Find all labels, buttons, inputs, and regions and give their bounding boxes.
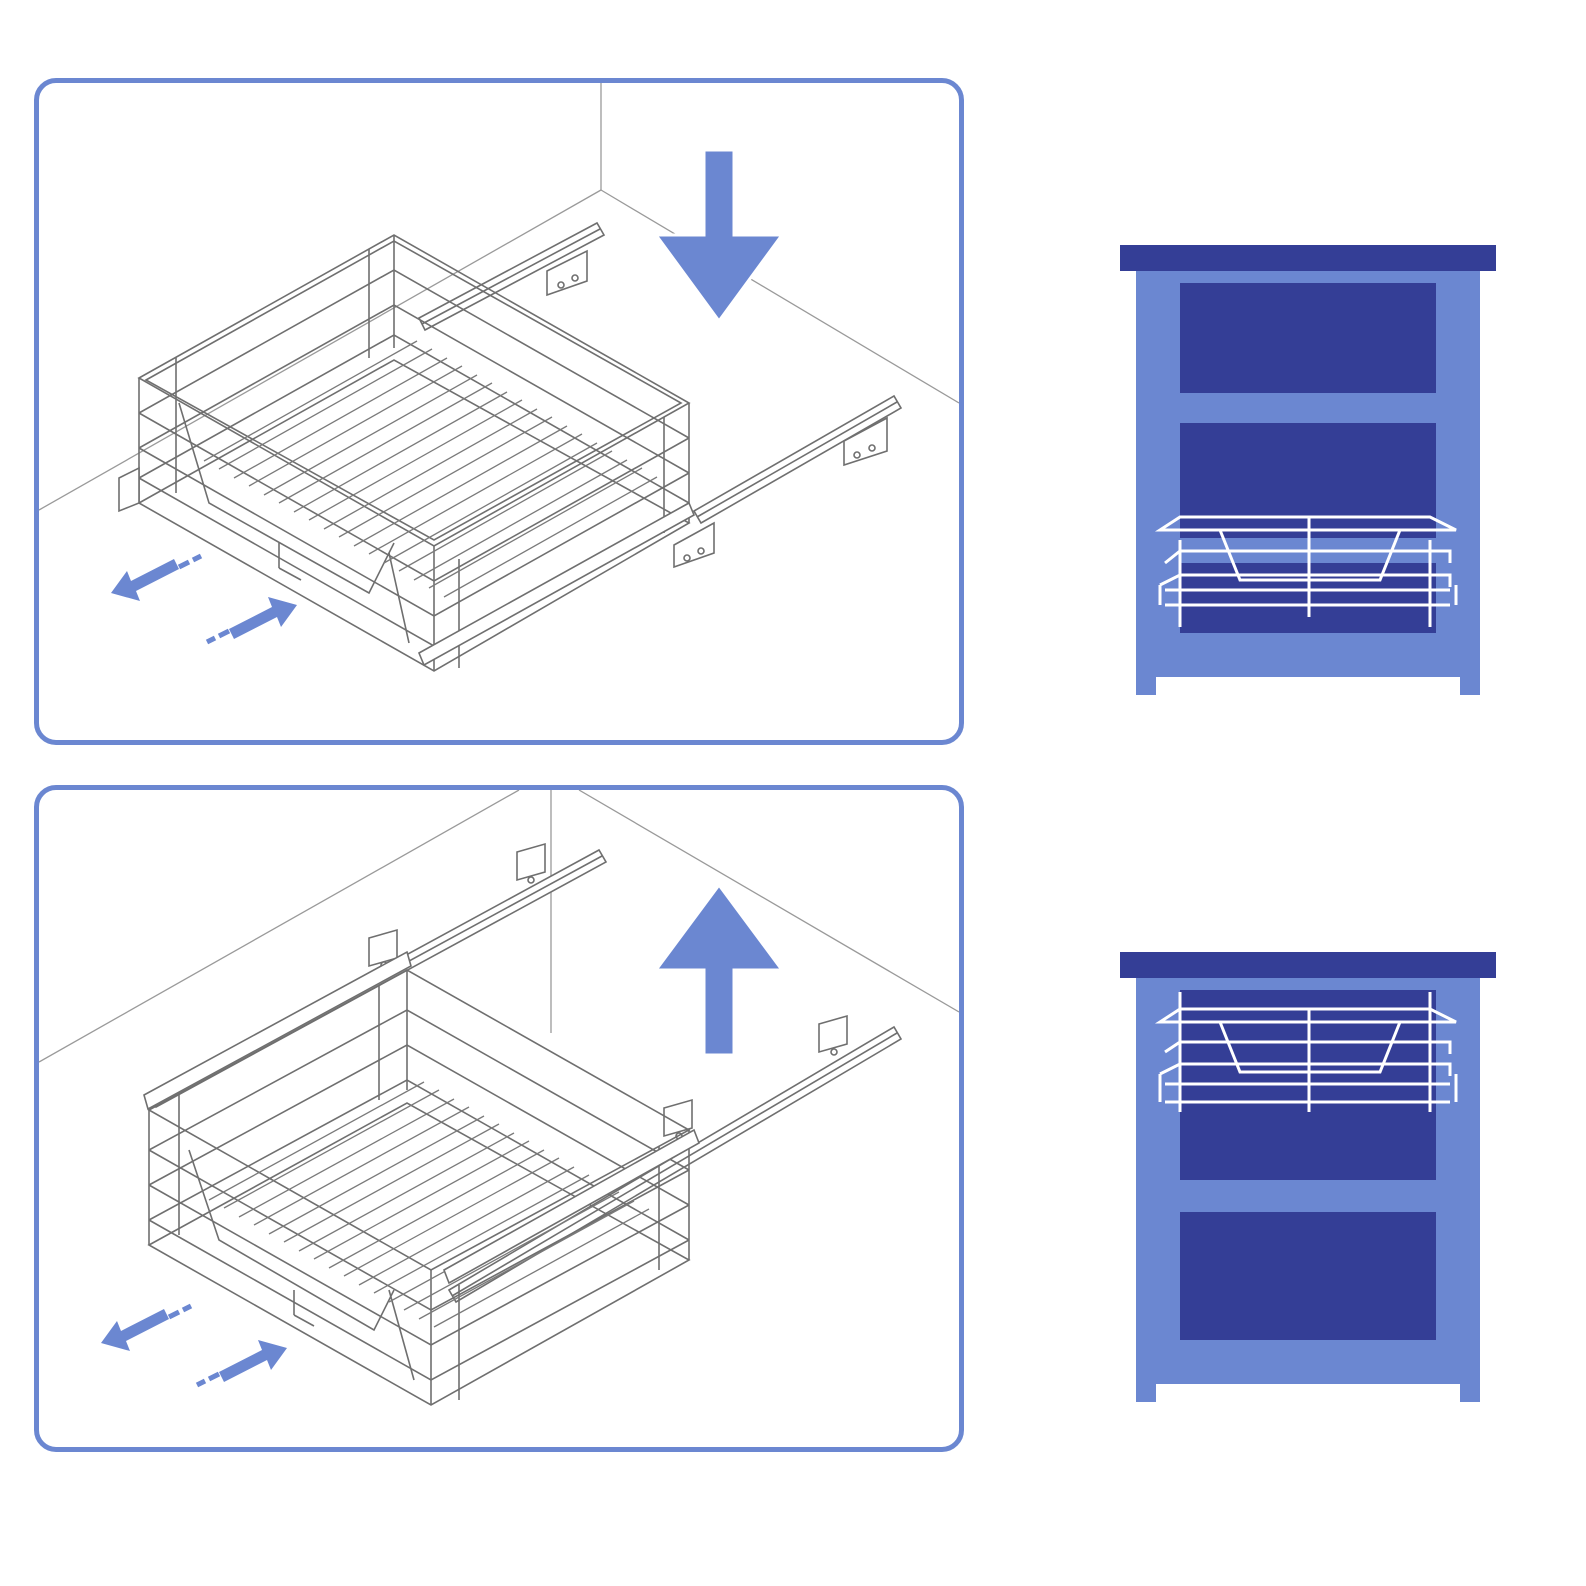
slide-rails bbox=[417, 221, 903, 569]
cabinet-top-board bbox=[1120, 245, 1496, 271]
cabinet-leg-right bbox=[1460, 1384, 1480, 1402]
cabinet-illustration bbox=[1120, 952, 1496, 1402]
drawer-1 bbox=[1180, 283, 1436, 393]
cabinet-leg-left bbox=[1136, 1384, 1156, 1402]
basket-floor-bars bbox=[203, 340, 658, 598]
slide-in-out-arrows-icon bbox=[111, 553, 297, 645]
slide-out-arrow-icon bbox=[111, 553, 203, 601]
floor-mount-illustration bbox=[39, 83, 959, 672]
cabinet-basket-top bbox=[1120, 952, 1500, 1402]
room-corner-lines bbox=[39, 790, 959, 1063]
slide-in-arrow-icon bbox=[205, 597, 297, 645]
slide-in-arrow-icon bbox=[195, 1340, 287, 1388]
floor-mount-panel bbox=[34, 78, 964, 745]
room-corner-lines bbox=[39, 83, 959, 511]
cabinet-illustration bbox=[1120, 245, 1496, 695]
wire-basket bbox=[137, 234, 691, 672]
slide-out-arrow-icon bbox=[101, 1303, 193, 1351]
ceiling-mount-panel bbox=[34, 785, 964, 1452]
slide-in-out-arrows-icon bbox=[101, 1303, 287, 1388]
arrow-down-icon bbox=[653, 148, 785, 324]
front-bottom-rails bbox=[118, 466, 696, 667]
basket-icon bbox=[1154, 992, 1458, 1112]
basket-top-rails bbox=[143, 950, 700, 1285]
cabinet-leg-right bbox=[1460, 677, 1480, 695]
drawer-2 bbox=[1180, 1212, 1436, 1340]
basket-icon bbox=[1154, 515, 1458, 627]
cabinet-basket-middle bbox=[1120, 245, 1500, 695]
arrow-up-icon bbox=[653, 882, 785, 1057]
cabinet-leg-left bbox=[1136, 677, 1156, 695]
ceiling-mount-illustration bbox=[39, 790, 959, 1406]
cabinet-top-board bbox=[1120, 952, 1496, 978]
